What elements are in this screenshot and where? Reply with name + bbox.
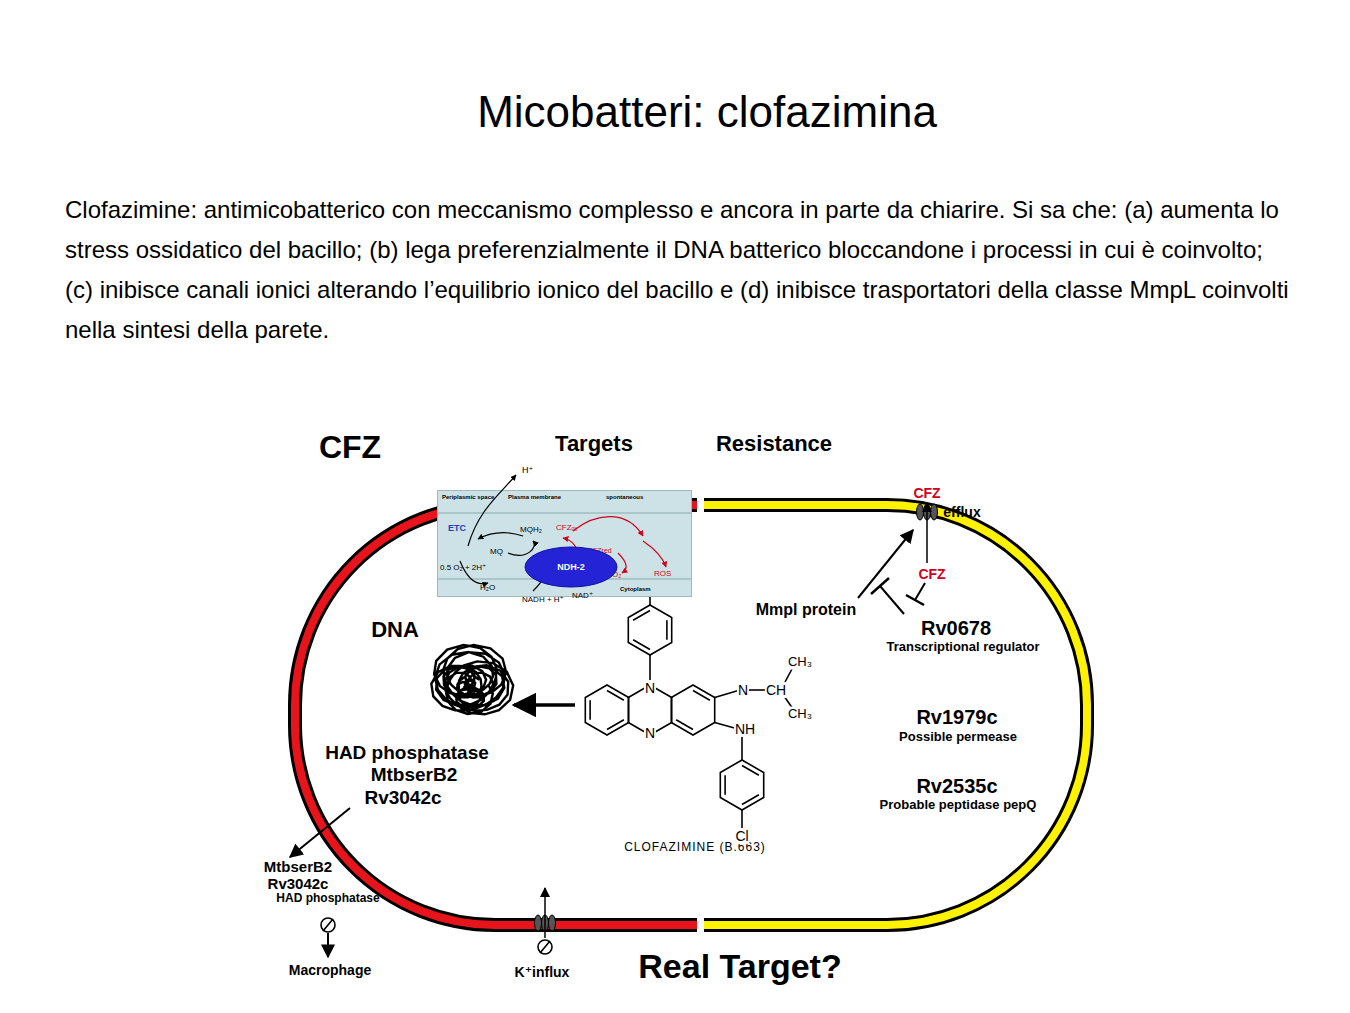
- macrophage-arrow: [327, 933, 329, 957]
- gene-description: Possible permease: [899, 730, 1017, 745]
- drawing-part: [573, 517, 643, 536]
- inhibition-bar: [871, 578, 889, 594]
- secretion-arrow: [290, 808, 350, 857]
- body-paragraph: Clofazimine: antimicobatterico con mecca…: [65, 190, 1290, 350]
- drawing-part: [323, 919, 333, 931]
- gene-description: HAD phosphatase: [276, 892, 379, 906]
- drawing-part: [693, 691, 710, 701]
- slide-title: Micobatteri: clofazimina: [477, 87, 937, 138]
- inset-text: Periplasmic space: [442, 494, 494, 501]
- clofazimine-structure: [585, 592, 793, 830]
- drawing-part: [724, 775, 726, 795]
- panel-title: CFZ: [319, 429, 381, 466]
- inset-text: NAD⁺: [572, 591, 593, 600]
- drawing-part: [585, 685, 628, 735]
- activation-arrow: [858, 530, 913, 598]
- inset-text: Cytoplasm: [620, 586, 651, 593]
- target-label: Macrophage: [289, 962, 371, 978]
- drawing-part: [671, 685, 714, 735]
- drawing-part: [508, 541, 534, 555]
- atom-label: N: [644, 725, 656, 741]
- inset-text: Plasma membrane: [508, 494, 561, 501]
- mechanism-inset: Periplasmic spaceH⁺Plasma membranesponta…: [437, 490, 692, 597]
- gene-description: Transcriptional regulator: [886, 640, 1039, 655]
- atom-label: CH₃: [787, 655, 813, 670]
- drawing-part: [628, 605, 671, 655]
- drug-label: CFZ: [913, 485, 940, 501]
- gene-name: MtbserB2: [264, 858, 332, 875]
- drawing-part: [538, 940, 552, 954]
- binding-arrow: [514, 703, 575, 707]
- atom-label: CH: [765, 682, 787, 698]
- inset-text: NADH + H⁺: [522, 595, 564, 604]
- drawing-part: [633, 640, 650, 650]
- gene-name: MtbserB2: [371, 764, 458, 786]
- drug-label: CFZ: [918, 566, 945, 582]
- inset-text: MQH₂: [520, 525, 542, 534]
- drawing-part: [438, 513, 691, 514]
- gene-name: Rv2535c: [916, 775, 997, 798]
- drawing-part: [607, 720, 624, 730]
- drawing-part: [535, 915, 542, 931]
- drawing-part: [607, 691, 624, 701]
- drawing-part: [742, 766, 759, 776]
- atom-label: N: [644, 680, 656, 696]
- drawing-part: [478, 533, 523, 539]
- process-label: efflux: [943, 504, 980, 520]
- drawing-part: [525, 547, 617, 587]
- membrane-gap: [697, 494, 704, 516]
- inset-text: ROS: [654, 569, 671, 578]
- drawing-part: [720, 760, 763, 810]
- drawing-part: [468, 475, 516, 546]
- block-symbol: [321, 918, 335, 932]
- target-label: DNA: [371, 617, 419, 642]
- gene-description: Probable peptidase pepQ: [880, 798, 1037, 813]
- drawing-part: [666, 620, 668, 640]
- drawing-part: [742, 795, 759, 805]
- inset-text: CFZₒₓ: [556, 523, 577, 532]
- atom-label: NH: [734, 721, 756, 737]
- block-symbol: [538, 940, 552, 954]
- process-label: K⁺influx: [515, 964, 570, 980]
- protein-label: Mmpl protein: [756, 601, 856, 619]
- question-label: Real Target?: [638, 947, 841, 986]
- atom-label: Cl: [734, 828, 749, 844]
- drawing-part: [917, 504, 924, 520]
- drawing-part: [741, 735, 743, 760]
- drawing-part: [676, 720, 693, 730]
- inset-text: H₂O: [480, 583, 495, 592]
- inhibition-bar: [906, 595, 924, 605]
- influx-arrow: [544, 888, 546, 938]
- inset-text: 0.5 O₂ + 2H⁺: [440, 563, 486, 572]
- column-heading: Resistance: [716, 431, 832, 456]
- atom-label: N: [737, 682, 749, 698]
- drawing-part: [633, 611, 650, 621]
- inset-text: MQ: [490, 547, 503, 556]
- atom-label: CH₃: [787, 707, 813, 722]
- gene-name: Rv1979c: [916, 706, 997, 729]
- gene-name: Rv0678: [921, 617, 991, 640]
- drawing-part: [540, 941, 550, 953]
- gene-name: Rv3042c: [268, 875, 329, 892]
- membrane-gap: [697, 914, 704, 936]
- inset-text: H⁺: [522, 465, 533, 475]
- inhibition-line: [880, 586, 904, 614]
- membrane-yellow: [702, 505, 1087, 925]
- efflux-arrow: [926, 503, 928, 563]
- inset-text: ETC: [448, 523, 466, 533]
- inset-text: spontaneous: [606, 494, 643, 501]
- enzyme-ellipse: NDH-2: [524, 546, 618, 588]
- gene-description: HAD phosphatase: [325, 742, 489, 764]
- drawing-part: [589, 700, 591, 720]
- enzyme-name: NDH-2: [557, 562, 585, 572]
- inhibition-line: [915, 583, 925, 600]
- column-heading: Targets: [555, 431, 633, 456]
- drawing-part: [549, 915, 556, 931]
- dna-tangle: [431, 645, 513, 714]
- drawing-part: [321, 918, 335, 932]
- gene-name: Rv3042c: [364, 787, 441, 809]
- drawing-part: [931, 504, 938, 520]
- drawing-part: [643, 541, 666, 567]
